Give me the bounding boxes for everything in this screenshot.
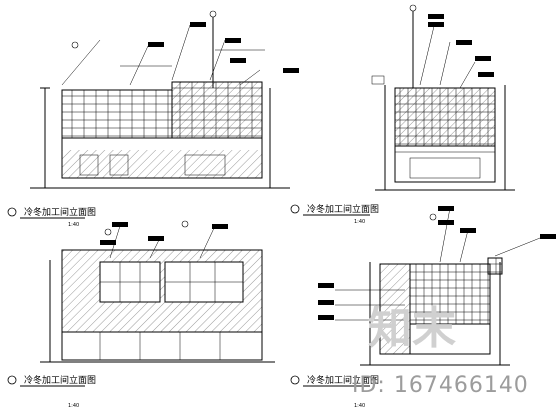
- elevation-view-1: 冷冬加工间立面图 1:40: [7, 10, 299, 228]
- view-3-title: 冷冬加工间立面图: [24, 374, 96, 386]
- watermark-logo: 知末: [368, 303, 456, 354]
- view-3-scale: 1:40: [68, 403, 79, 409]
- view-4-scale: 1:40: [354, 403, 365, 409]
- elevation-view-2: 冷冬加工间立面图 1:40: [290, 4, 515, 225]
- view-4-title: 冷冬加工间立面图: [307, 374, 379, 386]
- elevation-view-3: 冷冬加工间立面图 1:40: [7, 220, 275, 409]
- view-marker-icon: [7, 207, 17, 217]
- watermark-id: ID: 167466140: [352, 373, 529, 398]
- view-marker-icon: [7, 375, 17, 385]
- view-2-scale: 1:40: [354, 219, 365, 225]
- elevation-view-4: 冷冬加工间立面图 1:40: [290, 206, 556, 409]
- view-1-scale: 1:40: [68, 222, 79, 228]
- view-marker-icon: [290, 204, 300, 214]
- view-1-title: 冷冬加工间立面图: [24, 206, 96, 218]
- watermark: 知末 ID: 167466140: [352, 303, 529, 398]
- view-marker-icon: [290, 375, 300, 385]
- view-2-title: 冷冬加工间立面图: [307, 203, 379, 215]
